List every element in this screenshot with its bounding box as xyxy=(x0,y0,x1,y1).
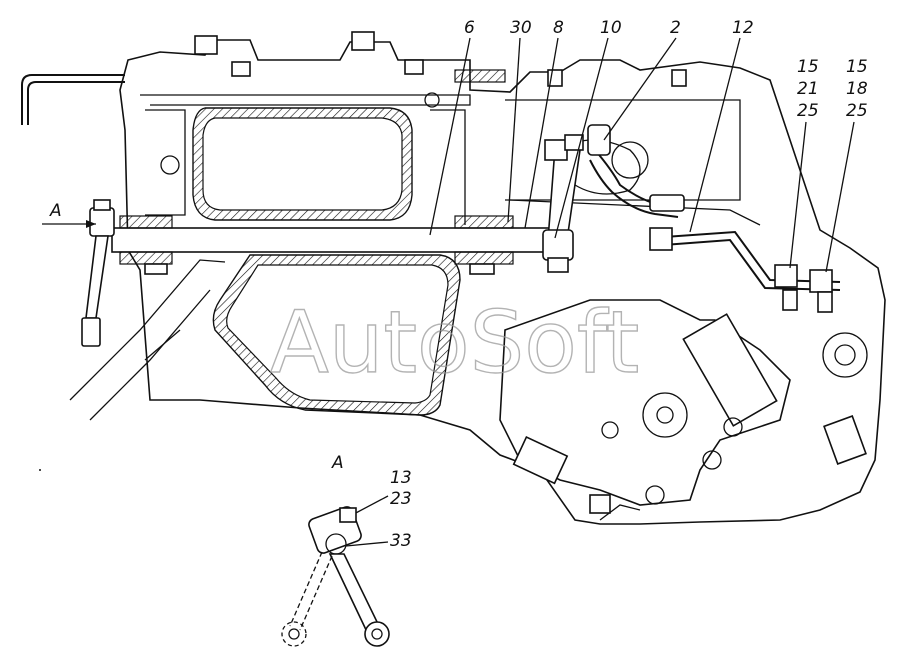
watermark: AutoSoft xyxy=(270,293,639,393)
callout-12: 12 xyxy=(732,18,754,38)
callouts: 6 30 8 10 2 12 15 21 25 15 18 25 xyxy=(429,18,868,273)
callout-23: 23 xyxy=(390,489,412,509)
callout-21: 21 xyxy=(797,79,819,99)
left-lever xyxy=(81,199,115,347)
callout-33: 33 xyxy=(390,531,412,551)
callout-8: 8 xyxy=(553,18,564,38)
right-lever xyxy=(542,134,584,273)
callout-2: 2 xyxy=(670,18,681,38)
callout-25-a: 25 xyxy=(797,101,819,121)
upper-cavity-section xyxy=(140,94,471,225)
callout-15-a: 15 xyxy=(797,57,819,77)
hatched-plate xyxy=(454,69,506,83)
callout-15-b: 15 xyxy=(846,57,868,77)
top-bolts xyxy=(160,31,687,175)
fuel-pump-housing xyxy=(499,299,868,521)
support-rod xyxy=(21,74,125,125)
detail-view-a: A 13 23 33 xyxy=(281,453,412,647)
view-arrow-label: A xyxy=(49,201,62,221)
callout-10: 10 xyxy=(600,18,622,38)
lower-cavity-section xyxy=(69,254,461,421)
callout-18: 18 xyxy=(846,79,868,99)
control-shaft xyxy=(111,215,553,275)
fuel-pipe xyxy=(587,124,685,218)
callout-6: 6 xyxy=(464,18,475,38)
bracket-12 xyxy=(649,227,841,313)
callout-25-b: 25 xyxy=(846,101,868,121)
callout-30: 30 xyxy=(510,18,532,38)
view-marker-a: A xyxy=(331,453,344,473)
callout-13: 13 xyxy=(390,468,412,488)
view-a-arrow: A xyxy=(42,201,96,228)
